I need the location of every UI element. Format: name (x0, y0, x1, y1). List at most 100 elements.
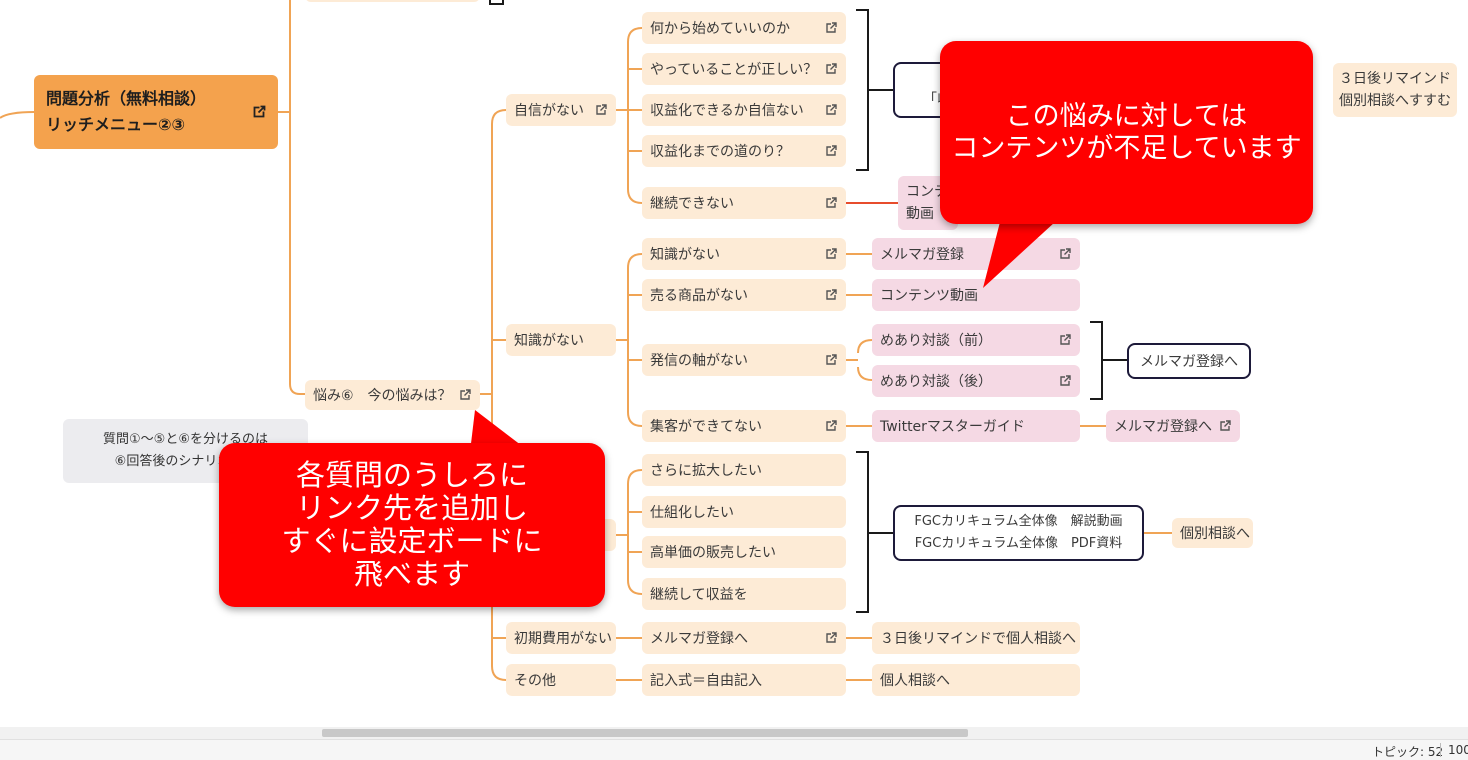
confidence-item[interactable]: やっていることが正しい？ (642, 53, 846, 85)
external-link-icon[interactable] (1058, 333, 1072, 347)
concern-node[interactable]: 悩み⑥ 今の悩みは？ (305, 380, 480, 410)
target-label: 個人相談へ (880, 673, 950, 689)
grow-item[interactable]: さらに拡大したい (642, 454, 846, 486)
external-link-icon[interactable] (824, 353, 838, 367)
target-label: ３日後リマインドで個人相談へ (880, 631, 1076, 647)
external-link-icon[interactable] (252, 105, 266, 119)
category-label: 知識がない (514, 333, 584, 349)
grow-item[interactable]: 仕組化したい (642, 496, 846, 528)
grow-item[interactable]: 継続して収益を (642, 578, 846, 610)
external-link-icon[interactable] (824, 631, 838, 645)
item-label: メルマガ登録へ (650, 631, 748, 647)
knowledge-item[interactable]: 集客ができてない (642, 410, 846, 442)
initial-cost-target[interactable]: ３日後リマインドで個人相談へ (872, 622, 1080, 654)
meari-after-node[interactable]: めあり対談（後） (872, 365, 1080, 397)
item-label: 集客ができてない (650, 419, 762, 435)
remind-line1: ３日後リマインド (1339, 71, 1451, 87)
grow-item[interactable]: 高単価の販売したい (642, 536, 846, 568)
axis-summary-node[interactable]: メルマガ登録へ (1127, 343, 1251, 379)
callout-contents-shortage: この悩みに対しては コンテンツが不足しています (940, 41, 1313, 224)
callout-link-tip: 各質問のうしろに リンク先を追加し すぐに設定ボードに 飛べます (219, 443, 605, 607)
confidence-item[interactable]: 継続できない (642, 187, 846, 219)
category-knowledge[interactable]: 知識がない (506, 324, 616, 356)
external-link-icon[interactable] (1218, 419, 1232, 433)
summary-label: メルマガ登録へ (1140, 354, 1238, 370)
item-label: 継続して収益を (650, 587, 748, 603)
external-link-icon[interactable] (824, 419, 838, 433)
note-line1: 質問①～⑤と⑥を分けるのは (103, 432, 268, 447)
target-label: めあり対談（前） (880, 333, 992, 349)
category-confidence[interactable]: 自信がない (506, 94, 616, 126)
external-link-icon[interactable] (594, 103, 608, 117)
external-link-icon[interactable] (824, 288, 838, 302)
continue-line2: 動画 (906, 206, 934, 222)
external-link-icon[interactable] (824, 196, 838, 210)
twitter-next-node[interactable]: メルマガ登録へ (1106, 410, 1240, 442)
contents-video-node[interactable]: コンテンツ動画 (872, 279, 1080, 311)
confidence-item[interactable]: 何から始めていいのか (642, 12, 846, 44)
meari-before-node[interactable]: めあり対談（前） (872, 324, 1080, 356)
item-label: 発信の軸がない (650, 353, 748, 369)
concern-label: 悩み⑥ 今の悩みは？ (313, 388, 452, 404)
item-label: 継続できない (650, 196, 734, 212)
knowledge-item[interactable]: 知識がない (642, 238, 846, 270)
category-label: その他 (514, 673, 556, 689)
target-label: Twitterマスターガイド (880, 419, 1025, 435)
external-link-icon[interactable] (824, 144, 838, 158)
horizontal-scrollbar-thumb[interactable] (322, 729, 968, 737)
item-label: さらに拡大したい (650, 463, 762, 479)
remind-node[interactable]: ３日後リマインド 個別相談へすすむ (1333, 63, 1457, 117)
item-label: 売る商品がない (650, 288, 748, 304)
item-label: 仕組化したい (650, 505, 734, 521)
callout-text: 各質問のうしろに リンク先を追加し すぐに設定ボードに 飛べます (281, 458, 543, 591)
item-label: 記入式＝自由記入 (650, 673, 762, 689)
other-item[interactable]: 記入式＝自由記入 (642, 664, 846, 696)
topic-count: トピック: 52 (1372, 745, 1444, 759)
item-label: 高単価の販売したい (650, 545, 776, 561)
root-line2: リッチメニュー②③ (46, 115, 186, 134)
status-bar: トピック: 52 100 (0, 739, 1468, 760)
root-line1: 問題分析（無料相談） (46, 89, 207, 108)
target-label: めあり対談（後） (880, 374, 992, 390)
zoom-level[interactable]: 100 (1448, 743, 1468, 757)
external-link-icon[interactable] (824, 247, 838, 261)
fgc-line2: FGCカリキュラム全体像 PDF資料 (914, 536, 1123, 551)
category-other[interactable]: その他 (506, 664, 616, 696)
external-link-icon[interactable] (1058, 374, 1072, 388)
fgc-summary-node[interactable]: FGCカリキュラム全体像 解説動画 FGCカリキュラム全体像 PDF資料 (893, 505, 1144, 561)
knowledge-item[interactable]: 発信の軸がない (642, 344, 846, 376)
category-initial-cost[interactable]: 初期費用がない (506, 622, 616, 654)
other-target[interactable]: 個人相談へ (872, 664, 1080, 696)
fgc-line1: FGCカリキュラム全体像 解説動画 (914, 514, 1123, 529)
twitter-guide-node[interactable]: Twitterマスターガイド (872, 410, 1080, 442)
external-link-icon[interactable] (824, 103, 838, 117)
callout-text: この悩みに対しては コンテンツが不足しています (951, 100, 1302, 164)
external-link-icon[interactable] (824, 62, 838, 76)
individual-consult-node[interactable]: 個別相談へ (1172, 518, 1253, 548)
root-node[interactable]: 問題分析（無料相談） リッチメニュー②③ (34, 75, 278, 149)
confidence-item[interactable]: 収益化できるか自信ない (642, 94, 846, 126)
mailmag-node[interactable]: メルマガ登録 (872, 238, 1080, 270)
category-label: 自信がない (514, 103, 584, 119)
item-label: 収益化できるか自信ない (650, 103, 804, 119)
target-label: メルマガ登録へ (1114, 419, 1212, 435)
target-label: メルマガ登録 (880, 247, 964, 263)
continue-line1: コンテ (906, 184, 948, 200)
confidence-item[interactable]: 収益化までの道のり？ (642, 135, 846, 167)
target-label: 個別相談へ (1180, 526, 1250, 542)
target-label: コンテンツ動画 (880, 288, 978, 304)
item-label: 知識がない (650, 247, 720, 263)
remind-line2: 個別相談へすすむ (1339, 93, 1451, 109)
status-divider (1440, 743, 1441, 757)
category-label: 初期費用がない (514, 631, 612, 647)
initial-cost-item[interactable]: メルマガ登録へ (642, 622, 846, 654)
item-label: やっていることが正しい？ (650, 62, 818, 78)
item-label: 何から始めていいのか (650, 21, 790, 37)
item-label: 収益化までの道のり？ (650, 144, 790, 160)
external-link-icon[interactable] (1058, 247, 1072, 261)
external-link-icon[interactable] (824, 21, 838, 35)
knowledge-item[interactable]: 売る商品がない (642, 279, 846, 311)
external-link-icon[interactable] (458, 388, 472, 402)
